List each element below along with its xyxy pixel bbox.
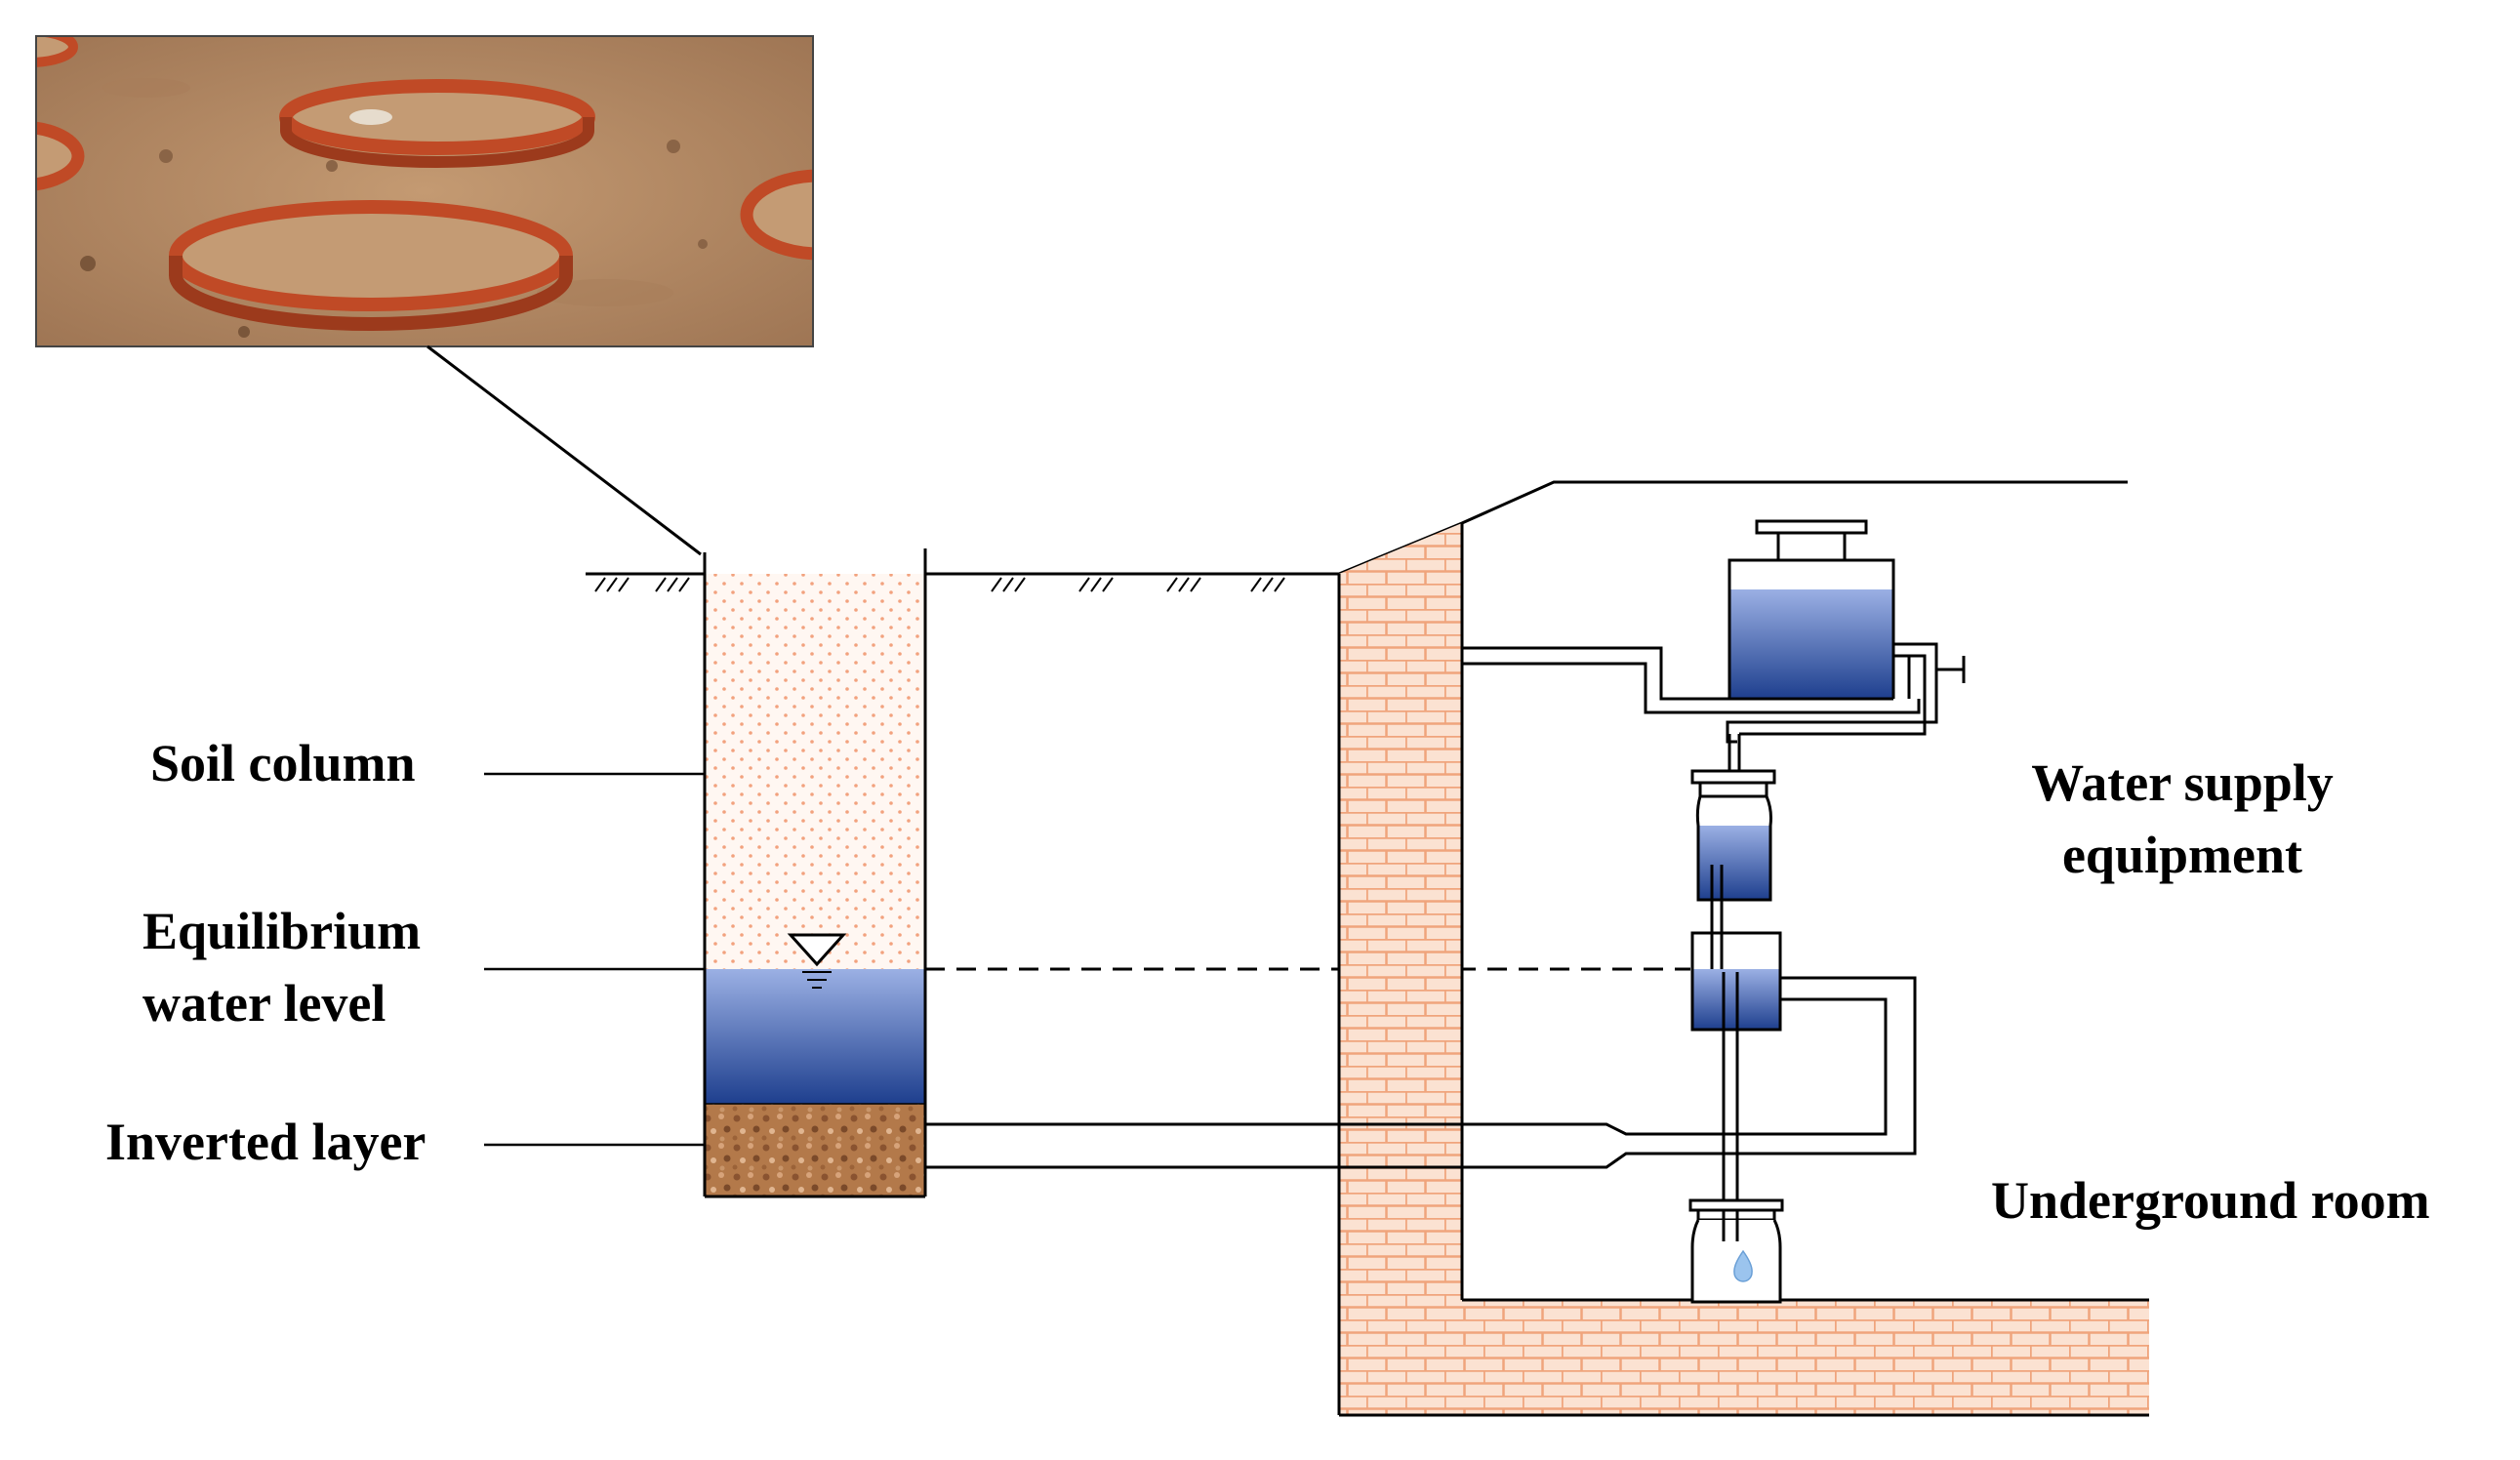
ring-top-center — [279, 79, 595, 168]
ring-left — [36, 121, 85, 191]
triangle-water-level-icon — [787, 933, 847, 989]
field-photo — [36, 36, 813, 346]
water-supply-label-line1: Water supply — [2031, 753, 2334, 812]
column-water — [705, 969, 925, 1104]
soil-column-label: Soil column — [150, 734, 416, 792]
collection-bottle — [1688, 1198, 1784, 1304]
valve-icon — [1936, 656, 1966, 683]
ring-top-left — [36, 36, 78, 67]
ring-bottom-center — [169, 200, 573, 331]
outflow-pipes — [925, 976, 1917, 1169]
equilibrium-label-line2: water level — [142, 974, 386, 1033]
photo-pointer-line — [427, 345, 702, 556]
ground-hatch-icon — [594, 577, 1285, 592]
brick-wall — [1339, 523, 2149, 1415]
water-supply-label-line2: equipment — [2062, 826, 2302, 884]
underground-room-label: Underground room — [1991, 1171, 2430, 1230]
ring-right — [740, 169, 813, 261]
ground-surface — [586, 480, 2128, 576]
mariotte-bottle — [1690, 769, 1776, 972]
leader-lines — [484, 772, 705, 1147]
inverted-layer-label: Inverted layer — [105, 1113, 426, 1171]
water-drop-icon — [1733, 1249, 1753, 1282]
inverted-layer-gravel — [705, 1104, 925, 1196]
supply-tank — [1727, 519, 1895, 701]
equilibrium-label-line1: Equilibrium — [142, 902, 421, 960]
constant-head-reservoir — [1690, 931, 1782, 1210]
feed-pipe — [1727, 734, 1741, 771]
soil-column — [703, 548, 927, 1198]
